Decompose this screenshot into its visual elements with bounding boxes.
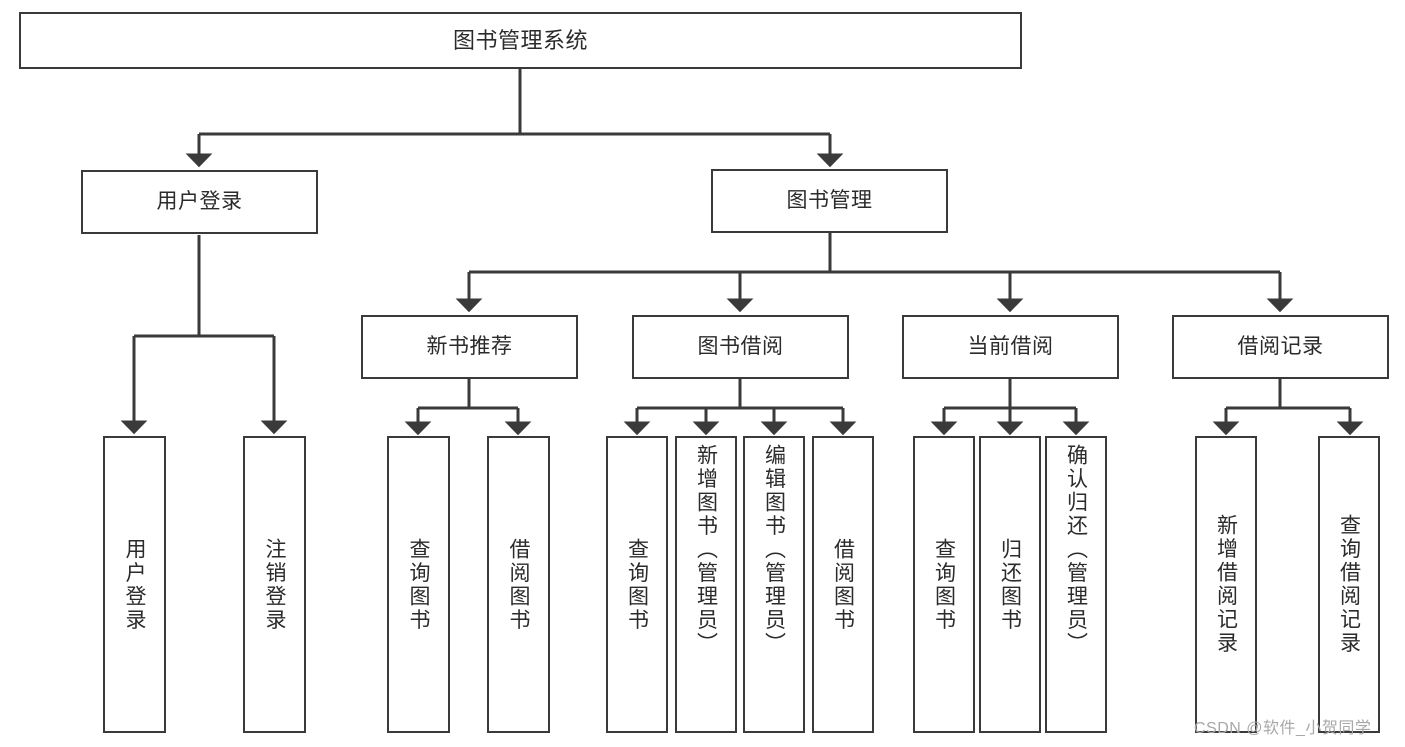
node-label: 新增图书（管理员） — [694, 444, 718, 656]
watermark-text: CSDN @软件_小贺同学 — [1194, 720, 1372, 737]
node-label: 当前借阅 — [967, 334, 1054, 358]
node-label: 编辑图书（管理员） — [762, 444, 786, 656]
node-new-book-recommendation[interactable]: 新书推荐 — [361, 315, 578, 379]
node-label: 查询图书 — [625, 537, 649, 632]
node-label: 查询借阅记录 — [1337, 514, 1361, 655]
leaf-query-book-borrowing[interactable]: 查询图书 — [606, 436, 668, 733]
leaf-borrow-book-borrowing[interactable]: 借阅图书 — [812, 436, 874, 733]
leaf-add-borrowing-record[interactable]: 新增借阅记录 — [1195, 436, 1257, 733]
node-label: 确认归还（管理员） — [1064, 444, 1088, 656]
node-label: 查询图书 — [932, 537, 956, 632]
node-current-borrowing[interactable]: 当前借阅 — [902, 315, 1119, 379]
leaf-return-book[interactable]: 归还图书 — [979, 436, 1041, 733]
node-label: 借阅图书 — [831, 537, 855, 632]
leaf-add-book-admin[interactable]: 新增图书（管理员） — [675, 436, 737, 733]
leaf-confirm-return-admin[interactable]: 确认归还（管理员） — [1045, 436, 1107, 733]
node-label: 归还图书 — [998, 537, 1022, 632]
node-label: 图书管理 — [786, 188, 873, 212]
node-label: 借阅记录 — [1237, 334, 1324, 358]
leaf-edit-book-admin[interactable]: 编辑图书（管理员） — [743, 436, 805, 733]
node-label: 新书推荐 — [426, 334, 513, 358]
node-label: 图书借阅 — [697, 334, 784, 358]
leaf-user-login[interactable]: 用户登录 — [103, 436, 166, 733]
node-label: 新增借阅记录 — [1214, 514, 1238, 655]
node-label: 查询图书 — [407, 537, 430, 632]
node-user-login[interactable]: 用户登录 — [81, 170, 318, 234]
leaf-query-borrowing-record[interactable]: 查询借阅记录 — [1318, 436, 1380, 733]
node-label: 注销登录 — [263, 537, 286, 632]
node-book-management[interactable]: 图书管理 — [711, 169, 948, 233]
leaf-borrow-book-recommendation[interactable]: 借阅图书 — [487, 436, 550, 733]
node-label: 用户登录 — [156, 189, 243, 213]
node-book-borrowing[interactable]: 图书借阅 — [632, 315, 849, 379]
node-label: 图书管理系统 — [452, 27, 588, 53]
leaf-query-book-recommendation[interactable]: 查询图书 — [387, 436, 450, 733]
node-borrowing-records[interactable]: 借阅记录 — [1172, 315, 1389, 379]
node-book-management-system[interactable]: 图书管理系统 — [19, 12, 1022, 69]
node-label: 用户登录 — [123, 537, 146, 632]
leaf-query-book-current[interactable]: 查询图书 — [913, 436, 975, 733]
leaf-logout[interactable]: 注销登录 — [243, 436, 306, 733]
node-label: 借阅图书 — [507, 537, 530, 632]
